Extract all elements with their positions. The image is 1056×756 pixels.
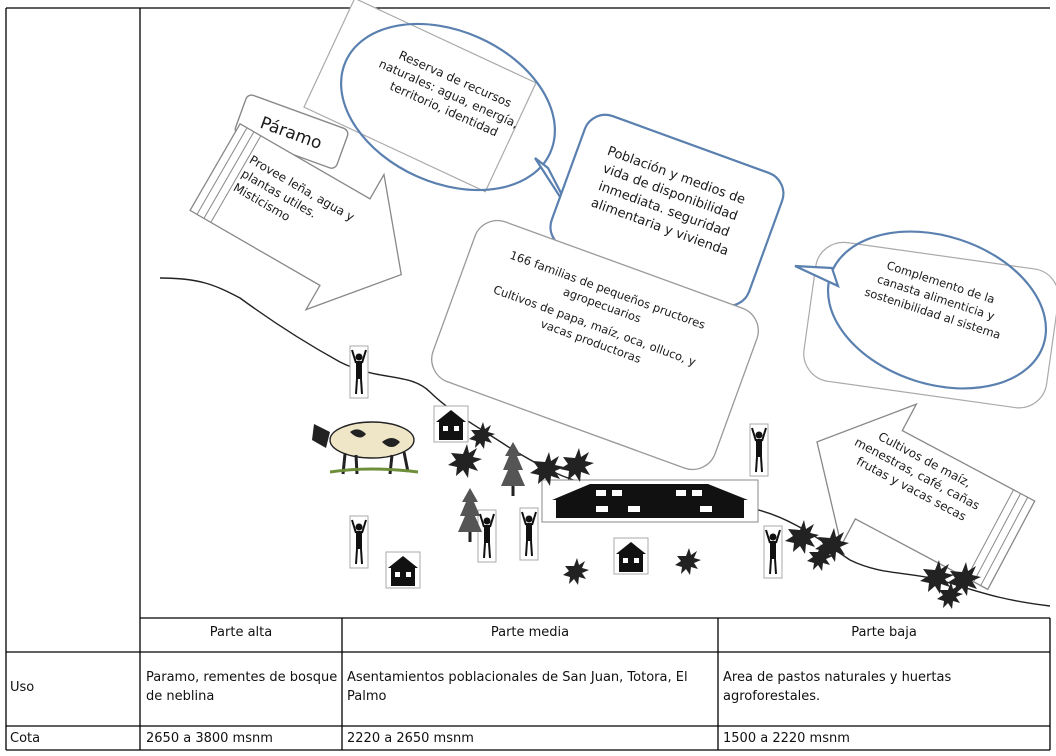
complemento-rectangle — [803, 241, 1056, 409]
cell-cota-baja: 1500 a 2220 msnm — [723, 731, 850, 746]
plant-icon — [785, 520, 819, 554]
familias-box — [431, 219, 759, 471]
cell-cota-alta: 2650 a 3800 msnm — [146, 731, 273, 746]
house-icon — [433, 405, 469, 443]
cell-uso-alta: Paramo, rementes de bosque de neblina — [146, 670, 338, 704]
plant-icon — [530, 452, 564, 486]
person-icon — [477, 509, 497, 563]
row-label-uso: Uso — [10, 680, 35, 695]
plant-icon — [947, 562, 981, 596]
plant-icon — [920, 560, 954, 594]
farmhouse-icon — [541, 479, 759, 523]
plant-icon — [675, 548, 701, 575]
reserva-rectangle — [303, 0, 537, 193]
tree-icon — [501, 442, 525, 496]
row-label-cota: Cota — [10, 731, 41, 746]
plant-icon — [815, 528, 849, 562]
house-icon — [613, 537, 649, 575]
plant-icon — [563, 558, 589, 585]
plant-icon — [448, 444, 482, 478]
house-icon — [385, 551, 421, 589]
header-parte-baja: Parte baja — [851, 625, 917, 640]
cell-cota-media: 2220 a 2650 msnm — [347, 731, 474, 746]
arrow-left — [189, 122, 402, 311]
cell-uso-baja: Area de pastos naturales y huertas agrof… — [723, 670, 952, 704]
person-icon — [349, 515, 369, 569]
person-icon — [749, 423, 769, 477]
plant-icon — [807, 544, 833, 571]
cell-uso-media: Asentamientos poblacionales de San Juan,… — [347, 670, 688, 704]
complemento-bubble — [794, 230, 1048, 390]
plant-icon — [469, 422, 495, 449]
tree-icon — [458, 488, 482, 542]
person-icon — [763, 525, 783, 579]
header-parte-media: Parte media — [490, 625, 570, 640]
header-parte-alta: Parte alta — [209, 625, 273, 640]
cow-icon — [312, 421, 419, 475]
person-icon — [349, 345, 369, 399]
person-icon — [519, 507, 539, 561]
plant-icon — [937, 582, 963, 609]
plant-icon — [560, 448, 594, 482]
